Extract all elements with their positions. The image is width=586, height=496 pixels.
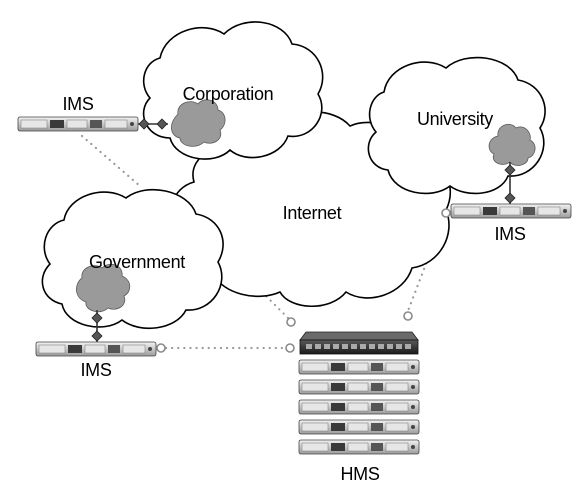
hms-server-stack bbox=[298, 359, 420, 455]
hms-network-switch-icon bbox=[299, 331, 419, 355]
ims-government-rack-server-icon bbox=[35, 341, 157, 357]
ims-corporation-rack-server-icon bbox=[17, 116, 139, 132]
university-local-network-icon bbox=[488, 123, 536, 166]
link-end-rings bbox=[156, 208, 451, 353]
ims-government-label: IMS bbox=[80, 360, 111, 380]
university-label: University bbox=[417, 109, 493, 129]
government-label: Government bbox=[89, 252, 185, 272]
connector-university bbox=[504, 162, 516, 204]
hms-rack-server-icon bbox=[298, 359, 420, 375]
ims-university-rack-server-icon bbox=[450, 203, 572, 219]
ims-university-label: IMS bbox=[494, 224, 525, 244]
corporation-label: Corporation bbox=[183, 84, 274, 104]
hms-rack-server-icon bbox=[298, 379, 420, 395]
internet-label: Internet bbox=[283, 203, 342, 223]
connector-corporation bbox=[138, 118, 168, 130]
link-internet-hms bbox=[260, 290, 294, 324]
ims-corporation-label: IMS bbox=[62, 94, 93, 114]
connector-government bbox=[91, 310, 103, 342]
link-ims-corporation-internet bbox=[80, 134, 142, 188]
corporation-local-network-icon bbox=[171, 99, 226, 147]
hms-rack-server-icon bbox=[298, 419, 420, 435]
hms-rack-server-icon bbox=[298, 439, 420, 455]
hms-label: HMS bbox=[340, 464, 379, 484]
hms-rack-server-icon bbox=[298, 399, 420, 415]
government-local-network-icon bbox=[76, 263, 131, 313]
